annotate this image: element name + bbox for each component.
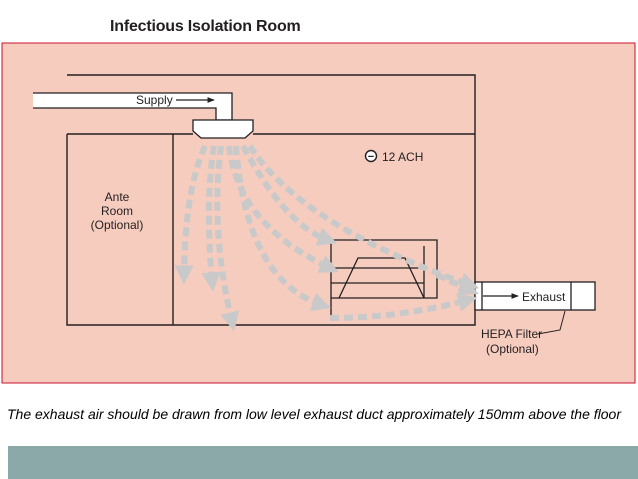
svg-text:(Optional): (Optional) xyxy=(486,342,539,356)
ante-room-label: Ante Room (Optional) xyxy=(91,190,144,232)
supply-diffuser xyxy=(192,119,254,139)
svg-text:HEPA Filter: HEPA Filter xyxy=(481,327,542,341)
exhaust-label: Exhaust xyxy=(522,290,566,304)
footer-bar xyxy=(8,446,638,479)
caption-text: The exhaust air should be drawn from low… xyxy=(7,406,621,422)
svg-text:Ante: Ante xyxy=(105,190,130,204)
ach-label: 12 ACH xyxy=(382,150,423,164)
airflow-arrows xyxy=(174,144,480,332)
ach-indicator: − 12 ACH xyxy=(364,149,423,164)
supply-label: Supply xyxy=(136,93,173,107)
ach-symbol: − xyxy=(368,151,374,163)
diagram-title: Infectious Isolation Room xyxy=(110,18,301,35)
svg-text:(Optional): (Optional) xyxy=(91,218,144,232)
room-outline xyxy=(66,74,476,326)
svg-text:Room: Room xyxy=(101,204,133,218)
hepa-leader-line xyxy=(537,310,566,335)
hepa-filter-label: HEPA Filter (Optional) xyxy=(481,327,542,356)
